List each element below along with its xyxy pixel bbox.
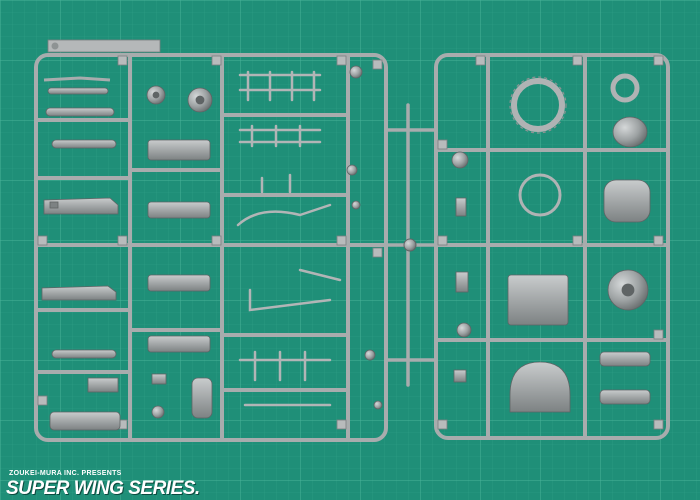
runner-hub <box>403 238 417 252</box>
left-sprue-frame <box>34 53 388 442</box>
small-fittings <box>346 65 383 410</box>
radial-engine-parts <box>451 73 651 413</box>
exhaust-pipe-parts <box>236 70 342 407</box>
left-column-parts <box>41 76 121 431</box>
engine-cylinder-blocks <box>146 85 213 419</box>
sprue-tabs <box>37 55 664 430</box>
sprue-gate-mark <box>51 42 59 50</box>
series-title: SUPER WING SERIES. <box>6 478 200 499</box>
right-sprue-frame <box>434 53 670 440</box>
sprue-label-plate <box>47 39 161 53</box>
presenter-caption: ZOUKEI-MURA INC. PRESENTS <box>9 470 122 477</box>
